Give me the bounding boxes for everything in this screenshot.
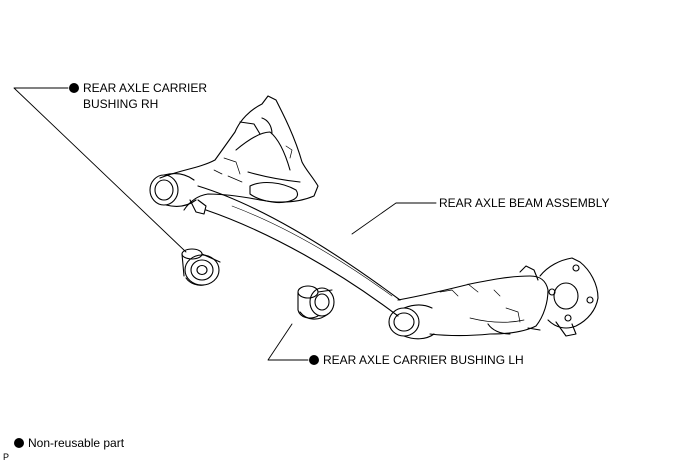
lh-hub-tab bbox=[519, 265, 577, 337]
lh-housing-body bbox=[403, 304, 435, 340]
rh-details bbox=[213, 145, 293, 183]
lh-arm bbox=[397, 275, 549, 337]
lh-hub-bracket bbox=[539, 257, 599, 329]
leader-lines bbox=[13, 87, 437, 361]
lh-hub-bolt-4 bbox=[548, 288, 556, 296]
rh-bushing-label-1: REAR AXLE CARRIER bbox=[83, 81, 208, 95]
beam-tube bbox=[197, 185, 401, 317]
legend: Non-reusable part bbox=[14, 435, 124, 451]
lh-hub-bolt-2 bbox=[586, 296, 594, 304]
rh-bracket-inner bbox=[235, 117, 301, 183]
callout-beam-assembly: REAR AXLE BEAM ASSEMBLY bbox=[439, 195, 610, 211]
rh-housing-inner bbox=[154, 179, 174, 201]
lh-bushing-label: REAR AXLE CARRIER BUSHING LH bbox=[323, 353, 524, 367]
rh-spring-seat bbox=[249, 181, 299, 204]
lh-bushing-part bbox=[297, 285, 335, 320]
callout-rh-bushing: REAR AXLE CARRIER BUSHING RH bbox=[69, 80, 207, 112]
leader-lh-bushing bbox=[267, 323, 309, 361]
callout-lh-bushing: REAR AXLE CARRIER BUSHING LH bbox=[309, 352, 524, 368]
beam-tube-crease bbox=[231, 205, 393, 297]
filled-circle-icon bbox=[69, 83, 79, 93]
rh-bushing-part bbox=[181, 248, 221, 286]
filled-circle-icon bbox=[14, 438, 24, 448]
rh-small-bracket bbox=[189, 199, 207, 215]
leader-beam-assembly bbox=[351, 202, 437, 235]
rh-bushing-label-2: BUSHING RH bbox=[83, 97, 159, 111]
rh-housing-body bbox=[163, 173, 197, 207]
legend-label: Non-reusable part bbox=[28, 436, 125, 450]
lh-housing-inner bbox=[393, 312, 415, 332]
lh-hub-lower bbox=[487, 323, 541, 335]
rear-axle-beam bbox=[149, 95, 599, 340]
lh-arm-detail bbox=[439, 283, 525, 323]
figure-code: P bbox=[3, 452, 10, 462]
rh-arm bbox=[159, 95, 319, 211]
lh-hub-hole bbox=[553, 282, 579, 310]
lh-hub-bolt-1 bbox=[572, 264, 580, 272]
leader-rh-bushing bbox=[13, 87, 187, 253]
lh-hub-bolt-3 bbox=[564, 314, 572, 322]
filled-circle-icon bbox=[309, 355, 319, 365]
beam-assembly-label: REAR AXLE BEAM ASSEMBLY bbox=[439, 196, 610, 210]
